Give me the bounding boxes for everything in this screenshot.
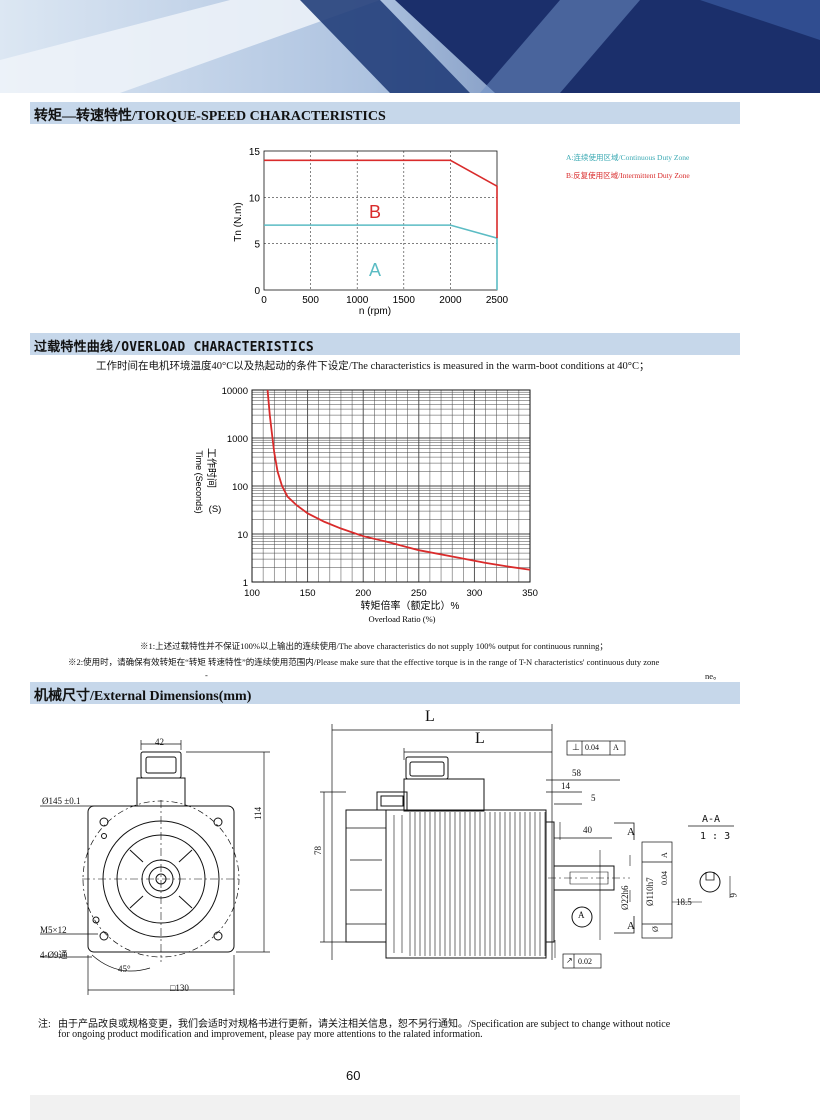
legend-b: B:反复使用区域/Intermittent Duty Zone (566, 170, 690, 180)
tn-ylabel: Tn (N.m) (233, 202, 244, 241)
zone-a-line (264, 224, 498, 290)
dimensions-section-header: 机械尺寸/External Dimensions(mm) (30, 682, 740, 704)
footer-note-cn: 由于产品改良或规格变更，我们会适时对规格书进行更新，请关注相关信息，恕不另行通知… (58, 1019, 671, 1030)
dim-6: 6 (728, 893, 738, 898)
footer-note-label: 注: (38, 1019, 51, 1030)
motor-front-view (40, 740, 270, 995)
ov-xtick-label: 200 (355, 588, 371, 599)
dim-shaft: Ø22h6 (620, 885, 630, 911)
dim-40: 40 (583, 825, 592, 835)
tn-xtick-label: 500 (302, 295, 319, 306)
dim-42: 42 (155, 737, 164, 747)
torque-section-header: 转矩—转速特性/TORQUE-SPEED CHARACTERISTICS (30, 102, 740, 124)
tn-xlabel: n (rpm) (359, 306, 391, 317)
tol-run: 0.04 (660, 871, 669, 885)
ov-xtick-label: 100 (244, 588, 260, 599)
section-title: A-A (702, 814, 721, 825)
tol-circ-sym: Ø (651, 926, 660, 932)
section-mark-a2: A (627, 920, 635, 932)
dim-130: □130 (170, 983, 189, 993)
torque-speed-chart: 0 500 1000 1500 2000 2500 0 5 10 15 n (rpm) Tn (N… (233, 147, 690, 317)
tol-flat: 0.02 (578, 957, 592, 966)
dim-114: 114 (253, 806, 263, 820)
dim-18-5: 18.5 (676, 897, 692, 907)
ov-xtick-label: 350 (522, 588, 538, 599)
overload-chart: 100 150 200 250 300 350 1 10 100 1000 10000 工作时间 T… (194, 386, 538, 624)
ov-ylabel-en: Time (Seconds) (194, 450, 204, 513)
overload-note-2-dash: - (205, 670, 208, 680)
footer-band (30, 1095, 740, 1120)
tn-xtick-label: 2500 (486, 295, 509, 306)
overload-condition: 工作时间在电机环境温度40°C以及热起动的条件下设定/The character… (96, 361, 650, 372)
section-mark-a1: A (627, 826, 635, 838)
ov-ytick-label: 10000 (222, 386, 248, 397)
overload-note-1: ※1:上述过载特性并不保证100%以上输出的连续使用/The above cha… (140, 641, 608, 651)
tn-ytick-label: 15 (249, 147, 261, 158)
tn-xtick-label: 0 (261, 295, 267, 306)
tol-perp-sym: ⊥ (572, 742, 580, 752)
ov-ytick-label: 1 (243, 578, 248, 589)
dimensions-section-title: 机械尺寸/External Dimensions(mm) (34, 689, 252, 704)
zone-b-line (264, 159, 498, 239)
ov-ylabel-unit: (S) (209, 504, 222, 515)
overload-section-title: 过载特性曲线/OVERLOAD CHARACTERISTICS (34, 340, 314, 355)
header-banner (0, 0, 820, 93)
overload-curve (266, 389, 531, 571)
overload-section-header: 过载特性曲线/OVERLOAD CHARACTERISTICS (30, 333, 740, 355)
page-number: 60 (346, 1068, 361, 1083)
dim-m5: M5×12 (40, 925, 67, 935)
ov-xtick-label: 300 (466, 588, 482, 599)
ov-xlabel: 转矩倍率（额定比）% (361, 599, 460, 612)
tol-run-datum: A (660, 852, 669, 858)
ov-ytick-label: 10 (237, 530, 248, 541)
tol-flat-sym: ↗ (566, 956, 573, 965)
overload-note-2-tail: ne。 (705, 671, 722, 681)
ov-plot-frame (251, 389, 531, 583)
tol-perp: 0.04 (585, 743, 599, 752)
dim-45: 45° (118, 964, 131, 974)
zone-a-label: A (369, 260, 381, 280)
dim-holes: 4-Ø9通 (40, 950, 68, 960)
torque-section-title: 转矩—转速特性/TORQUE-SPEED CHARACTERISTICS (34, 109, 386, 124)
zone-b-label: B (369, 202, 381, 222)
dim-L-outer: L (425, 708, 435, 725)
tn-xtick-label: 2000 (439, 295, 462, 306)
section-scale: 1 : 3 (700, 831, 731, 842)
tn-ytick-label: 5 (254, 240, 260, 251)
ov-xtick-label: 250 (411, 588, 427, 599)
dim-78: 78 (313, 846, 323, 855)
ov-xlabel-en: Overload Ratio (%) (368, 614, 435, 624)
ov-xtick-label: 150 (300, 588, 316, 599)
footer-note-en: for ongoing product modification and imp… (58, 1029, 483, 1040)
ov-ylabel-cn: 工作时间 (205, 448, 218, 488)
dim-5: 5 (591, 793, 596, 803)
dim-14: 14 (561, 781, 570, 791)
dim-145: Ø145 ±0.1 (42, 796, 81, 806)
datum-a-marker: A (578, 910, 585, 920)
tn-xtick-label: 1500 (393, 295, 416, 306)
tn-ytick-label: 0 (254, 286, 260, 297)
ov-ytick-label: 1000 (227, 434, 248, 445)
tol-datum: A (613, 743, 619, 752)
tn-ytick-label: 10 (249, 193, 261, 204)
tn-xtick-label: 1000 (346, 295, 369, 306)
overload-note-2: ※2:使用时，请确保有效转矩在“转矩 转速特性”的连续使用范围内/Please … (68, 657, 660, 667)
ov-ytick-label: 100 (232, 482, 248, 493)
dim-pilot: Ø110h7 (645, 877, 655, 906)
motor-side-view (320, 724, 734, 969)
legend-a: A:连续使用区域/Continuous Duty Zone (566, 152, 690, 162)
dim-58: 58 (572, 768, 581, 778)
dim-L-inner: L (475, 730, 485, 747)
